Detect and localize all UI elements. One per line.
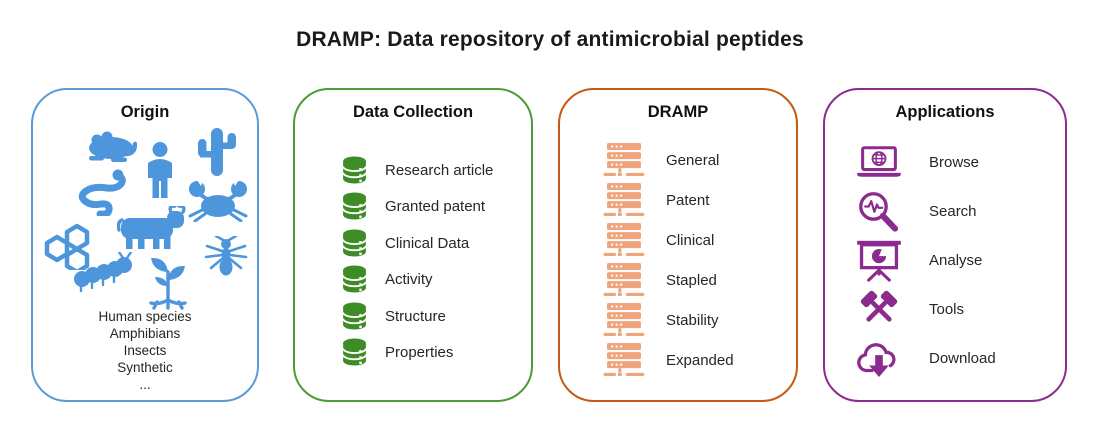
list-item-label: Stability: [666, 311, 719, 329]
list-item-label: Expanded: [666, 351, 734, 369]
plant-sprout-icon: [149, 257, 187, 310]
list-item: Browse: [825, 138, 1065, 187]
list-item: Properties: [295, 335, 531, 372]
database-icon: [342, 192, 367, 221]
list-item-label: Browse: [929, 154, 980, 171]
database-icon: [342, 228, 367, 258]
list-item-label: Research article: [385, 161, 494, 179]
list-item-label: Properties: [385, 344, 454, 362]
list-item-label: Patent: [666, 191, 710, 209]
list-item-label: General: [666, 151, 720, 169]
database-icon: [342, 265, 367, 294]
origin-label: Amphibians: [109, 326, 181, 341]
origin-panel: Origin: [31, 88, 259, 402]
server-icon: [603, 143, 645, 176]
list-item: Analyse: [825, 236, 1065, 285]
applications-panel-title: Applications: [895, 103, 995, 121]
origin-panel-title: Origin: [120, 103, 170, 121]
origin-label: ...: [139, 377, 151, 392]
chemical-structure-icon: [44, 223, 90, 270]
list-item-label: Analyse: [929, 252, 983, 269]
origin-label: Insects: [123, 343, 167, 358]
list-item-label: Tools: [929, 301, 965, 318]
list-item-label: Clinical Data: [385, 234, 470, 252]
list-item: Download: [825, 334, 1065, 383]
download-cloud-icon: [857, 342, 896, 377]
server-icon: [603, 343, 645, 376]
database-icon: [342, 155, 367, 185]
page-title: DRAMP: Data repository of antimicrobial …: [296, 28, 804, 51]
ant-icon: [204, 236, 248, 276]
server-icon: [603, 263, 645, 296]
list-item-label: Clinical: [666, 231, 715, 249]
list-item: Stapled: [560, 260, 796, 300]
list-item-label: Granted patent: [385, 198, 486, 216]
crab-icon: [188, 178, 248, 222]
list-item-label: Structure: [385, 307, 446, 325]
list-item: Granted patent: [295, 189, 531, 226]
list-item-label: Search: [929, 203, 977, 220]
dramp-panel-title: DRAMP: [647, 103, 709, 121]
server-icon: [603, 223, 645, 256]
list-item: Expanded: [560, 340, 796, 380]
origin-example-list: Human species Amphibians Insects Synthet…: [33, 308, 257, 393]
list-item: Search: [825, 187, 1065, 236]
browse-laptop-globe-icon: [857, 145, 901, 177]
origin-label: Synthetic: [117, 360, 173, 375]
dramp-panel: DRAMP General Patent Clinical Stapled St…: [558, 88, 798, 402]
list-item: Activity: [295, 262, 531, 299]
bull-icon: [117, 206, 186, 249]
snake-icon: [78, 169, 126, 216]
list-item: Patent: [560, 180, 796, 220]
list-item: Stability: [560, 300, 796, 340]
origin-label: Human species: [98, 309, 192, 324]
applications-list: Browse Search Analyse: [825, 138, 1065, 383]
analyse-presentation-chart-icon: [857, 240, 901, 282]
frog-icon: [89, 131, 137, 162]
database-icon: [342, 301, 367, 331]
list-item: Clinical: [560, 220, 796, 260]
cactus-icon: [198, 128, 236, 176]
data-collection-panel: Data Collection Research article Granted…: [293, 88, 533, 402]
search-magnifier-pulse-icon: [859, 191, 899, 232]
list-item-label: Stapled: [666, 271, 717, 289]
list-item: General: [560, 140, 796, 180]
list-item: Clinical Data: [295, 225, 531, 262]
human-icon: [148, 142, 172, 198]
list-item: Structure: [295, 298, 531, 335]
origin-icon-cluster: [33, 90, 257, 400]
caterpillar-icon: [74, 252, 133, 292]
dramp-dataset-list: General Patent Clinical Stapled Stabilit…: [560, 140, 796, 380]
list-item: Research article: [295, 152, 531, 189]
database-icon: [342, 338, 367, 367]
list-item-label: Activity: [385, 271, 433, 289]
server-icon: [603, 303, 645, 336]
server-icon: [603, 183, 645, 216]
tools-crossed-hammers-icon: [860, 290, 898, 322]
list-item-label: Download: [929, 350, 996, 367]
data-collection-panel-title: Data Collection: [352, 103, 474, 121]
applications-panel: Applications Browse Search: [823, 88, 1067, 402]
list-item: Tools: [825, 285, 1065, 334]
data-collection-list: Research article Granted patent Clinical…: [295, 152, 531, 371]
